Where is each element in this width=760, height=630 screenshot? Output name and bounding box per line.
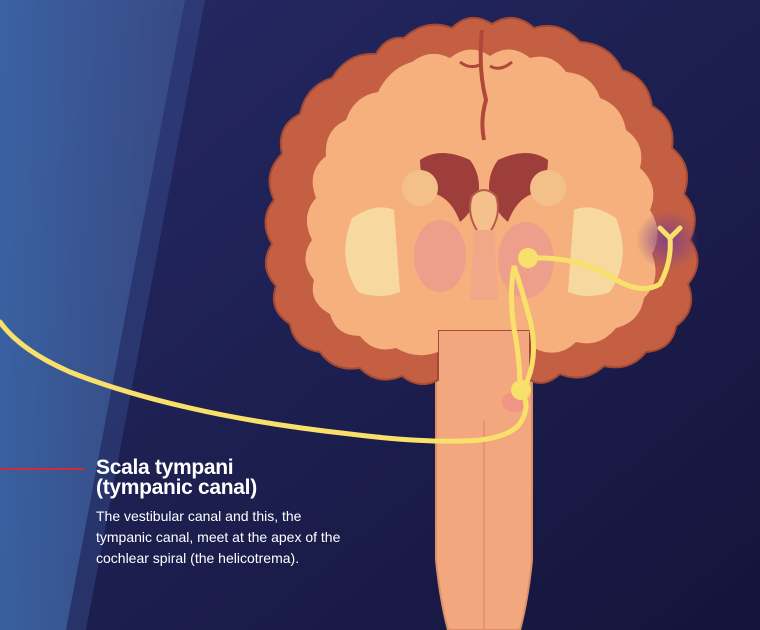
synapse-node-thalamus: [518, 248, 538, 268]
thalamus-left: [414, 220, 466, 292]
putamen-right: [568, 207, 623, 296]
label-pointer-line: [0, 468, 84, 470]
central-stalk: [470, 230, 498, 300]
caudate-nucleus-left: [402, 170, 438, 206]
annotation-label: Scala tympani (tympanic canal) The vesti…: [96, 458, 366, 569]
label-description: The vestibular canal and this, the tympa…: [96, 506, 346, 569]
label-title-line1: Scala tympani: [96, 458, 366, 478]
label-title-line2: (tympanic canal): [96, 478, 366, 498]
label-title: Scala tympani (tympanic canal): [96, 458, 366, 498]
synapse-node-brainstem: [511, 380, 531, 400]
putamen-left: [345, 207, 400, 296]
caudate-nucleus-right: [530, 170, 566, 206]
